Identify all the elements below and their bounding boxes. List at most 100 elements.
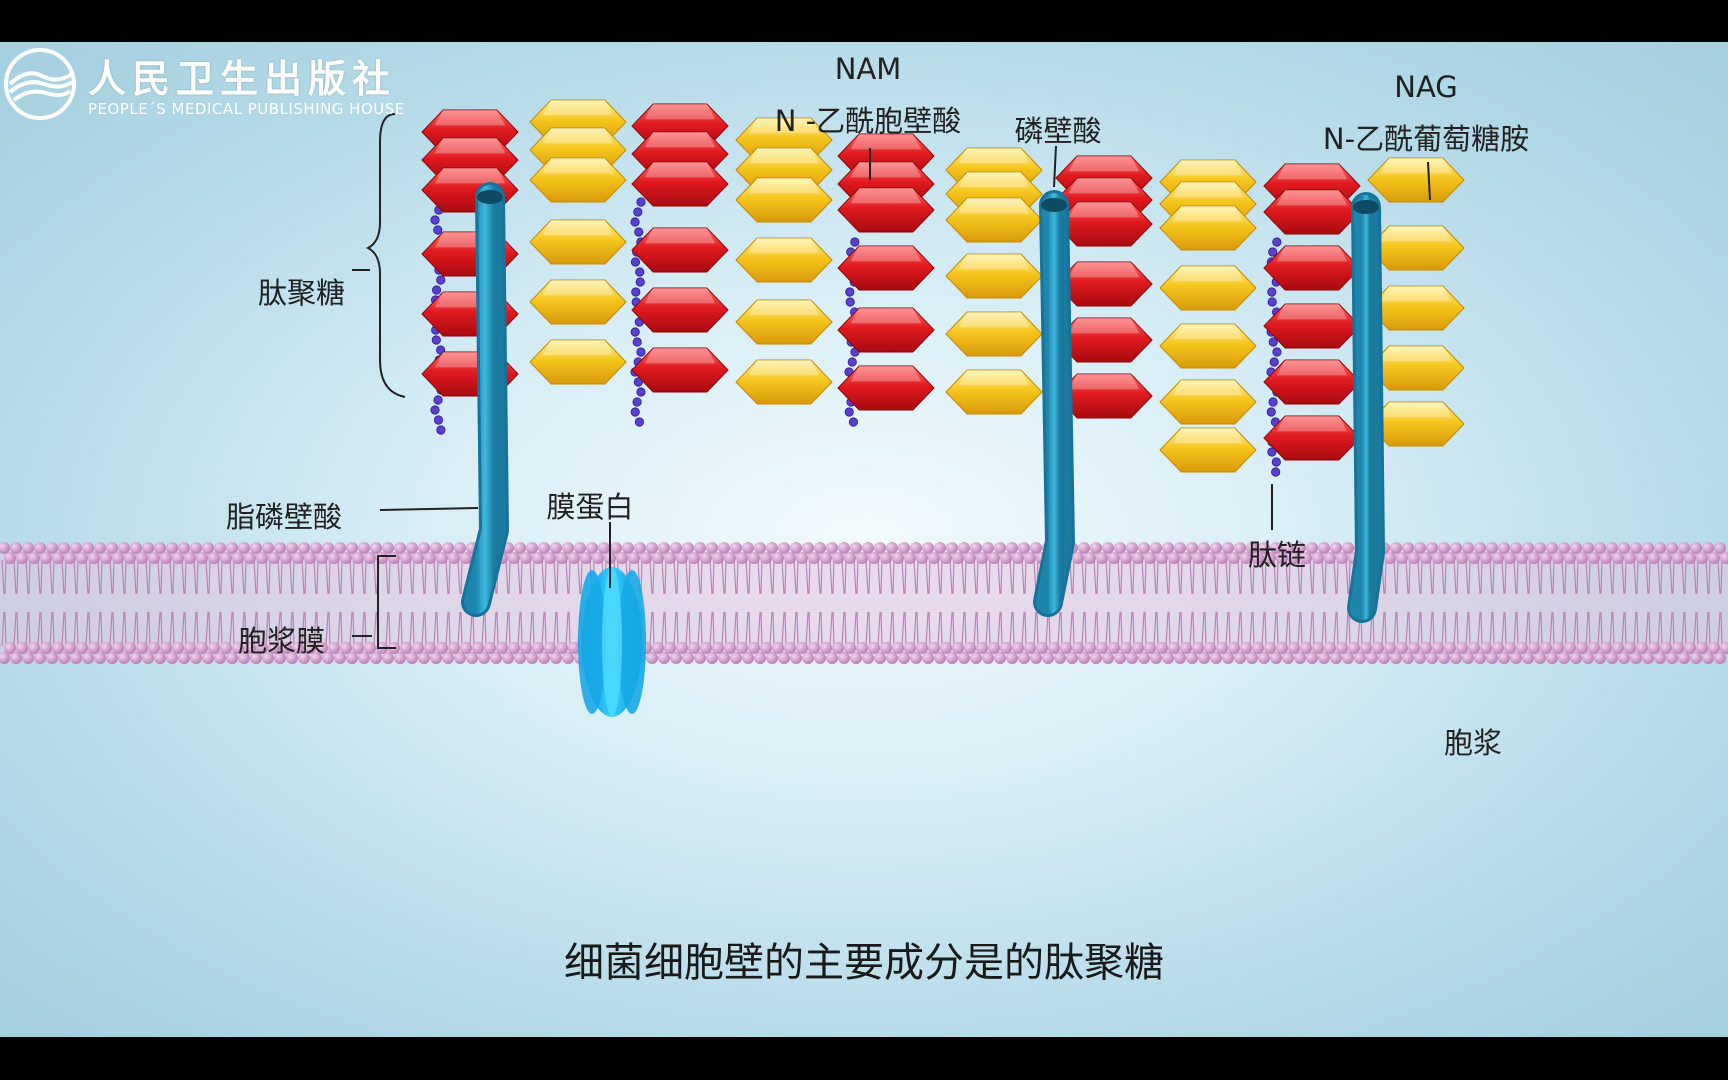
lipid-head — [514, 652, 526, 664]
nag-sugar-shine — [958, 148, 1030, 164]
lipid-head — [136, 552, 148, 564]
lipid-head — [1438, 652, 1450, 664]
lipid-tail — [1096, 611, 1099, 647]
lipid-tail — [265, 559, 269, 595]
leader-lines — [352, 113, 1431, 649]
lipid-tail — [1045, 611, 1049, 647]
lipid-head — [16, 642, 28, 654]
lipid-tail — [1441, 611, 1445, 647]
lipid-head — [1720, 552, 1728, 564]
lipid-tail — [697, 611, 701, 647]
lipid-tail — [652, 559, 655, 595]
lipid-head — [1150, 652, 1162, 664]
lipid-tail — [556, 611, 559, 647]
lipid-head — [556, 642, 568, 654]
lipid-tail — [1204, 611, 1207, 647]
lipid-head — [976, 552, 988, 564]
lipid-tail — [220, 611, 223, 647]
lipid-tail — [61, 559, 65, 595]
lipid-tail — [532, 559, 535, 595]
lipid-head — [922, 542, 934, 554]
lipid-head — [1270, 542, 1282, 554]
lipid-tail — [1633, 611, 1637, 647]
nag-sugar-shine — [1380, 286, 1452, 302]
lipoteichoic-acid-rod — [464, 185, 506, 614]
lipid-head — [1156, 552, 1168, 564]
lipid-tail — [421, 611, 425, 647]
lipid-tail — [301, 559, 305, 595]
lipid-tail — [985, 559, 989, 595]
nam-abbr-label: NAM — [834, 52, 902, 86]
lipid-tail — [208, 559, 211, 595]
lipid-head — [382, 542, 394, 554]
lipid-tail — [325, 559, 329, 595]
lipid-head — [1594, 542, 1606, 554]
lipid-head — [364, 552, 376, 564]
lipid-head — [766, 542, 778, 554]
lipid-tail — [145, 559, 149, 595]
lipid-head — [1552, 642, 1564, 654]
lipid-head — [1546, 542, 1558, 554]
lipid-tail — [337, 611, 341, 647]
lipid-tail — [13, 559, 17, 595]
lipid-tail — [1048, 611, 1051, 647]
lipid-head — [952, 552, 964, 564]
lipid-tail — [928, 559, 931, 595]
lipid-tail — [904, 611, 907, 647]
lipid-head — [1420, 552, 1432, 564]
nam-sugar — [837, 307, 935, 353]
lipid-head — [220, 642, 232, 654]
lipid-head — [256, 642, 268, 654]
lipid-head — [10, 542, 22, 554]
lipid-tail — [148, 611, 151, 647]
lipid-head — [1522, 652, 1534, 664]
membrane-protein-lobe — [618, 570, 646, 714]
lipid-head — [1690, 652, 1702, 664]
lipid-head — [814, 652, 826, 664]
lipid-tail — [1264, 559, 1267, 595]
nag-sugar-shine — [748, 118, 820, 134]
lipid-head — [1390, 652, 1402, 664]
lipid-head — [898, 652, 910, 664]
peptide-bead — [850, 237, 860, 247]
lipid-head — [478, 652, 490, 664]
lipid-head — [10, 652, 22, 664]
lipid-head — [1216, 642, 1228, 654]
lipid-tail — [1084, 559, 1087, 595]
nag-sugar-shine — [542, 340, 614, 356]
lipid-head — [1426, 542, 1438, 554]
lipid-head — [1408, 642, 1420, 654]
lipid-tail — [724, 611, 727, 647]
lipid-tail — [340, 611, 343, 647]
lipid-head — [550, 652, 562, 664]
peptide-bead — [1271, 457, 1281, 467]
lipid-tail — [52, 559, 55, 595]
lipid-head — [316, 642, 328, 654]
lipid-tail — [1453, 611, 1457, 647]
lipid-tail — [1432, 559, 1435, 595]
lipid-tail — [1429, 611, 1433, 647]
lipid-head — [748, 642, 760, 654]
nag-sugar — [945, 369, 1043, 415]
nag-sugar-shine — [958, 312, 1030, 328]
lipid-head — [28, 552, 40, 564]
lipid-tail — [856, 559, 859, 595]
lipid-head — [1330, 652, 1342, 664]
lipid-tail — [1396, 559, 1399, 595]
lipid-head — [1630, 542, 1642, 554]
lipid-head — [70, 652, 82, 664]
lipid-tail — [1396, 611, 1399, 647]
peptide-bead — [1268, 337, 1278, 347]
lipid-tail — [1120, 611, 1123, 647]
lipid-tail — [940, 611, 943, 647]
lipid-tail — [1201, 559, 1205, 595]
lipid-head — [130, 542, 142, 554]
lipid-head — [1696, 642, 1708, 654]
lipid-head — [850, 652, 862, 664]
lipid-tail — [160, 559, 163, 595]
lipid-tail — [1480, 611, 1483, 647]
lipid-head — [742, 652, 754, 664]
lipid-tail — [541, 611, 545, 647]
lipid-tail — [1312, 559, 1315, 595]
lipid-head — [1576, 642, 1588, 654]
